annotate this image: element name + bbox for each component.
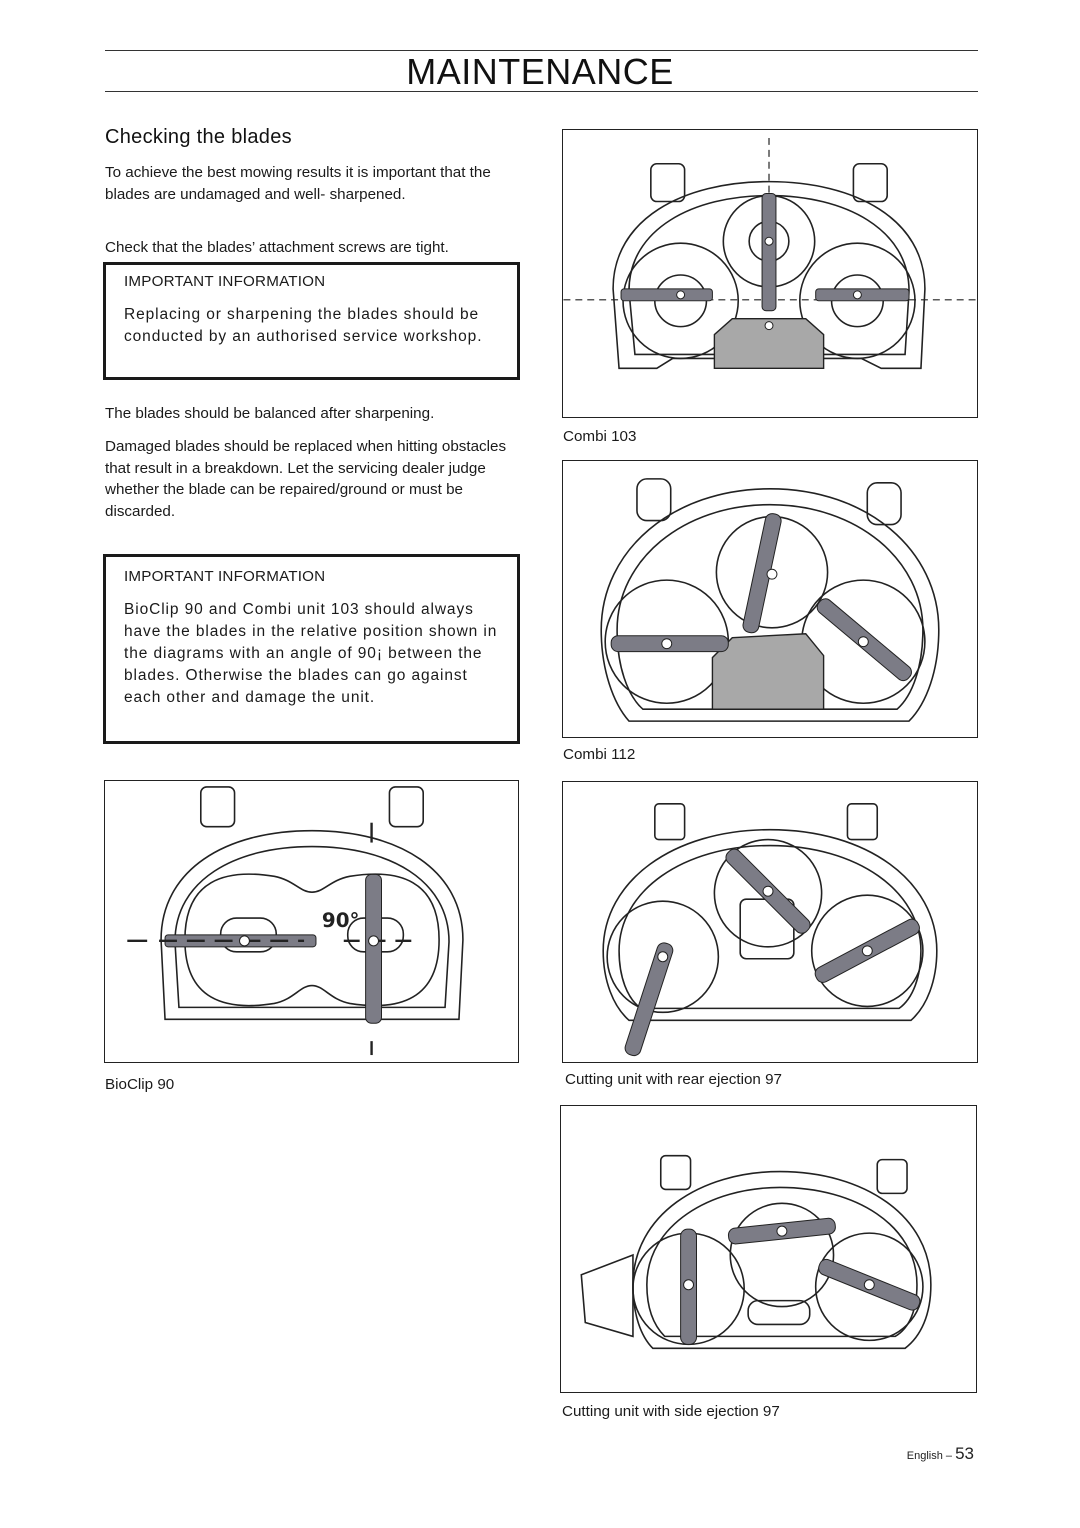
rear-plate: [713, 317, 825, 370]
deck-outline: [612, 180, 926, 370]
rear-plate: [711, 633, 825, 710]
caption-bioclip-90: BioClip 90: [105, 1076, 175, 1093]
wheel-icon: [636, 478, 672, 522]
important-info-title: IMPORTANT INFORMATION: [124, 568, 326, 585]
side-ejection-97-diagram: [580, 1154, 932, 1350]
paragraph-balance: The blades should be balanced after shar…: [105, 405, 435, 422]
caption-rear-ejection-97: Cutting unit with rear ejection 97: [565, 1071, 782, 1088]
paragraph-intro: To achieve the best mowing results it is…: [105, 164, 491, 203]
blade-housing-right: [810, 894, 924, 1008]
wheel-icon: [852, 162, 888, 203]
blade-housing: [184, 873, 440, 1007]
wheel-icon: [866, 482, 902, 526]
wheel-icon: [650, 162, 686, 203]
footer-language: English –: [906, 1450, 956, 1462]
important-info-box-1: IMPORTANT INFORMATION Replacing or sharp…: [103, 262, 520, 380]
paragraph-screws: Check that the blades’ attachment screws…: [105, 239, 449, 256]
page-header-title: MAINTENANCE: [406, 51, 674, 92]
wheel-icon: [846, 803, 879, 841]
caption-combi-103: Combi 103: [563, 428, 637, 445]
figure-combi-112: [562, 460, 978, 738]
important-info-text: Replacing or sharpening the blades shoul…: [124, 306, 483, 345]
header-rule-top: [105, 50, 978, 51]
deck-outline: [602, 828, 938, 1022]
wheel-icon: [876, 1158, 908, 1195]
deck-outline: [600, 488, 940, 722]
deck-outline: [160, 829, 464, 1021]
wheel-icon: [654, 803, 686, 841]
blade-housing-left: [606, 900, 720, 1014]
combi-112-diagram: [600, 478, 940, 722]
blade-housing-right: [798, 242, 916, 360]
figure-bioclip-90: 90°: [104, 780, 519, 1063]
side-ejection-chute: [580, 1253, 634, 1338]
wheel-icon: [659, 1154, 692, 1191]
caption-combi-112: Combi 112: [563, 746, 636, 763]
blade-right: [815, 288, 910, 302]
angle-label: 90°: [322, 909, 360, 932]
deck-outline: [632, 1170, 932, 1350]
bioclip-90-diagram: 90°: [127, 786, 464, 1056]
rear-ejection-97-diagram: [602, 803, 938, 1057]
paragraph-damaged: Damaged blades should be replaced when h…: [105, 438, 507, 520]
blade-left: [620, 288, 713, 302]
page-footer: English – 53: [907, 1444, 974, 1464]
figure-rear-ejection-97: [562, 781, 978, 1063]
page-number: 53: [955, 1444, 974, 1463]
wheel-icon: [199, 786, 236, 828]
caption-side-ejection-97: Cutting unit with side ejection 97: [562, 1403, 780, 1420]
figure-combi-103: [562, 129, 978, 418]
important-info-text: BioClip 90 and Combi unit 103 should alw…: [124, 601, 498, 706]
blade-housing-center: [713, 838, 823, 948]
combi-103-diagram: [563, 137, 977, 370]
important-info-box-2: IMPORTANT INFORMATION BioClip 90 and Com…: [103, 554, 520, 744]
header-rule-bottom: [105, 91, 978, 92]
blade-center: [761, 193, 777, 312]
blade-vertical: [365, 873, 382, 1024]
wheel-icon: [388, 786, 424, 828]
blade-housing-center: [729, 1202, 835, 1308]
figure-side-ejection-97: [560, 1105, 977, 1393]
blade-housing-right: [814, 1232, 924, 1342]
section-title: Checking the blades: [105, 126, 292, 148]
important-info-title: IMPORTANT INFORMATION: [124, 273, 326, 290]
blade-left: [624, 942, 674, 1057]
